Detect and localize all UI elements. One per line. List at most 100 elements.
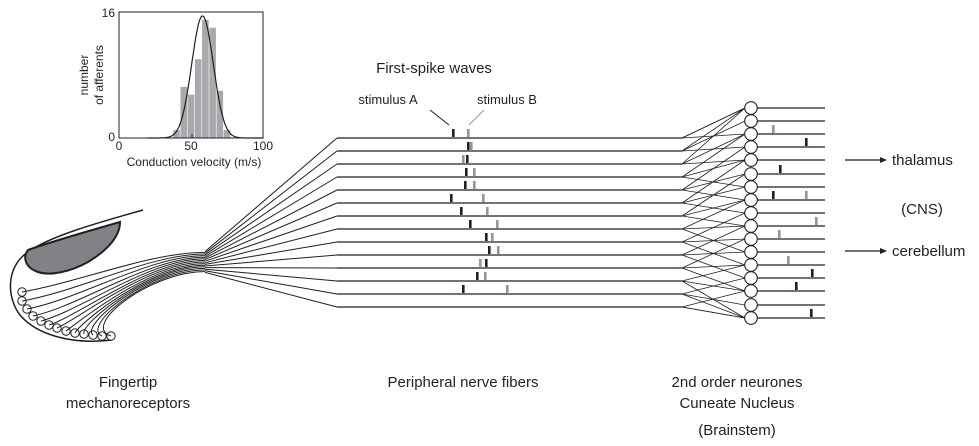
fiber-bundle [21,137,338,337]
neuron-circle [744,206,758,220]
fiber-bundle-line [204,228,338,264]
stimulus-b-label: stimulus B [477,92,537,107]
stimulus-a-label: stimulus A [358,92,418,107]
spike-stimulus-a [462,285,465,293]
receptor-fiber [83,266,206,335]
peripheral-caption: Peripheral nerve fibers [388,374,539,391]
synaptic-connection [681,159,746,165]
histogram-bar [173,130,180,138]
fingertip-caption-line2: mechanoreceptors [66,395,190,412]
fiber-bundle-line [204,271,338,308]
output-spike [772,125,775,133]
synaptic-connection [681,264,746,282]
fiber-bundle-line [204,137,338,252]
histogram-frame [118,11,264,139]
y-max-label: 16 [102,6,116,20]
output-spike [805,138,808,146]
fiber-bundle-line [204,176,338,257]
histogram-bar [202,19,209,138]
synaptic-connection [681,267,746,292]
spike-stimulus-a [476,272,479,280]
synaptic-connection [681,293,746,306]
synaptic-connection [681,199,746,217]
synaptic-connection [681,173,746,191]
synaptic-connection [681,159,746,204]
spike-stimulus-a [450,194,453,202]
synaptic-connection [681,107,746,139]
output-spike [778,230,781,238]
spike-stimulus-b [479,259,482,267]
first-spike-markers [450,129,509,293]
fiber-bundle-line [204,241,338,265]
synaptic-connection [681,238,746,269]
neuron-circle [744,167,758,181]
spike-stimulus-a [466,155,469,163]
x-axis-label: Conduction velocity (m/s) [127,155,262,169]
thalamus-arrow-icon [880,157,887,163]
receptor-fiber [65,263,206,332]
output-fibers [752,107,825,319]
spike-stimulus-b [496,220,499,228]
mechanoreceptors [17,287,116,341]
y-zero-label: 0 [108,130,115,144]
neuron-circle [744,258,758,272]
fingertip-drawing [9,209,144,342]
fiber-bundle-line [204,202,338,261]
neuron-circle [744,298,758,312]
synaptic-connection [681,107,746,152]
receptor-fiber [90,267,206,336]
synaptic-connection [681,212,746,243]
receptor-fiber [56,261,206,329]
spike-stimulus-b [470,142,473,150]
spike-stimulus-a [467,142,470,150]
output-spike [779,165,782,173]
spike-stimulus-a [452,129,455,137]
receptor-fiber [21,251,206,293]
synaptic-connection [681,133,746,165]
fiber-bundle-line [204,268,338,282]
y-axis-label-line2: of afferents [92,45,106,105]
neuron-circle [744,140,758,154]
receptor-fiber [48,259,206,326]
synaptic-connection [681,306,746,319]
fiber-bundle-line [204,189,338,259]
neuron-circle [744,114,758,128]
histogram-bar [216,90,224,138]
output-spike [815,217,818,225]
spike-stimulus-b [467,129,470,137]
neuron-circle [744,271,758,285]
fingertip-outline [9,209,144,342]
first-spike-waves-title: First-spike waves [376,60,492,77]
spike-stimulus-b [473,168,476,176]
stimulus-a-pointer [429,109,450,126]
receptor-fiber [21,253,206,302]
synaptic-connection [681,290,746,308]
fiber-bundle-line [204,254,338,267]
cerebellum-arrow-icon [880,248,887,254]
spike-stimulus-a [464,181,467,189]
fiber-bundle-line [204,150,338,254]
x-tick-label-0: 0 [116,139,123,153]
neuron-circle [744,245,758,259]
synaptic-connection [681,107,746,165]
spike-stimulus-b [473,181,476,189]
x-tick-label-50: 50 [184,139,198,153]
spike-stimulus-b [486,207,489,215]
spike-stimulus-a [460,207,463,215]
receptor-fiber [97,269,206,337]
peripheral-nerve-fibers [337,137,682,308]
receptor-fiber [32,256,206,317]
spike-stimulus-a [485,259,488,267]
receptor-fiber [103,271,206,337]
output-spike [772,191,775,199]
histogram-bar [187,94,195,138]
neuron-circle [744,219,758,233]
spike-stimulus-b [506,285,509,293]
output-spike [795,282,798,290]
neuron-circle [744,193,758,207]
synaptic-connection [681,264,746,269]
spike-stimulus-b [462,155,465,163]
receptor-fiber [26,255,206,310]
neuron-circle [744,153,758,167]
spike-stimulus-b [491,233,494,241]
